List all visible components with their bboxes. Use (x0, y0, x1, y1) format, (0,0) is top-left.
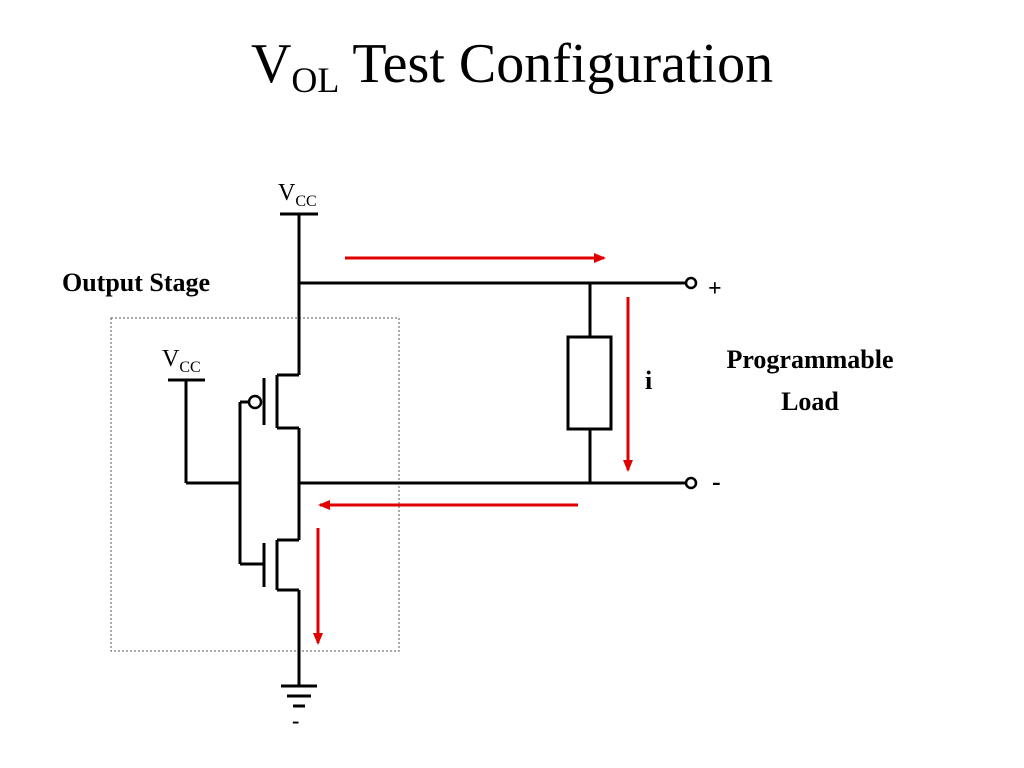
page-title: VOL Test Configuration (0, 36, 1024, 98)
terminal-minus-label: - (712, 467, 721, 496)
terminal-plus-node[interactable] (684, 276, 698, 290)
vcc-top-label: VCC (278, 180, 317, 210)
vcc-inner-label: VCC (162, 346, 201, 376)
output-stage-label: Output Stage (62, 268, 210, 297)
programmable-load-line1: Programmable (726, 345, 893, 374)
vcc-top-sub: CC (295, 193, 316, 210)
load-resistor (566, 335, 613, 431)
terminal-plus-label: + (708, 276, 722, 302)
title-subscript: OL (291, 60, 340, 100)
programmable-load-line2: Load (781, 387, 839, 416)
output-stage-box (110, 317, 400, 652)
pmos-gate-bubble (247, 394, 263, 410)
current-label: i (645, 366, 652, 395)
ground-minus-label: - (292, 708, 299, 733)
vcc-top-main: V (278, 180, 296, 206)
terminal-minus-node[interactable] (684, 476, 698, 490)
vcc-inner-main: V (162, 346, 180, 372)
title-rest: Test Configuration (339, 33, 774, 95)
title-main: V (250, 33, 292, 95)
vcc-inner-sub: CC (179, 359, 200, 376)
